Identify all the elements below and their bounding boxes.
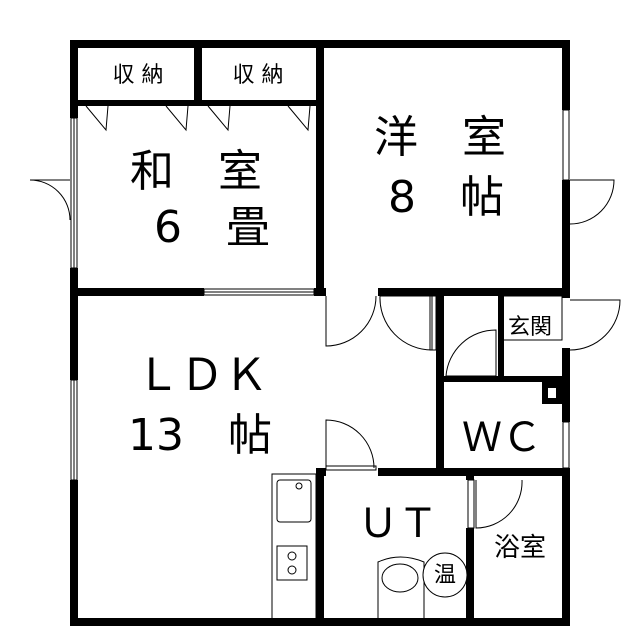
doors-windows: [29, 105, 621, 621]
washitsu-size: 6 畳: [154, 202, 270, 253]
storage-label-1: 収 納: [112, 63, 164, 88]
bath-label: 浴室: [493, 533, 547, 563]
ldk-name: ＬＤＫ: [136, 350, 268, 401]
youshitsu-name: 洋 室: [374, 112, 506, 163]
youshitsu-size: 8 帖: [388, 172, 504, 223]
genkan-label: 玄関: [507, 315, 553, 340]
storage-label-2: 収 納: [232, 63, 284, 88]
washitsu-name: 和 室: [130, 146, 262, 197]
water-heater-label: 温: [433, 563, 457, 588]
ut-label: ＵＴ: [358, 501, 438, 547]
wc-label: ＷＣ: [462, 415, 542, 461]
ldk-size: 13 帖: [128, 410, 272, 461]
